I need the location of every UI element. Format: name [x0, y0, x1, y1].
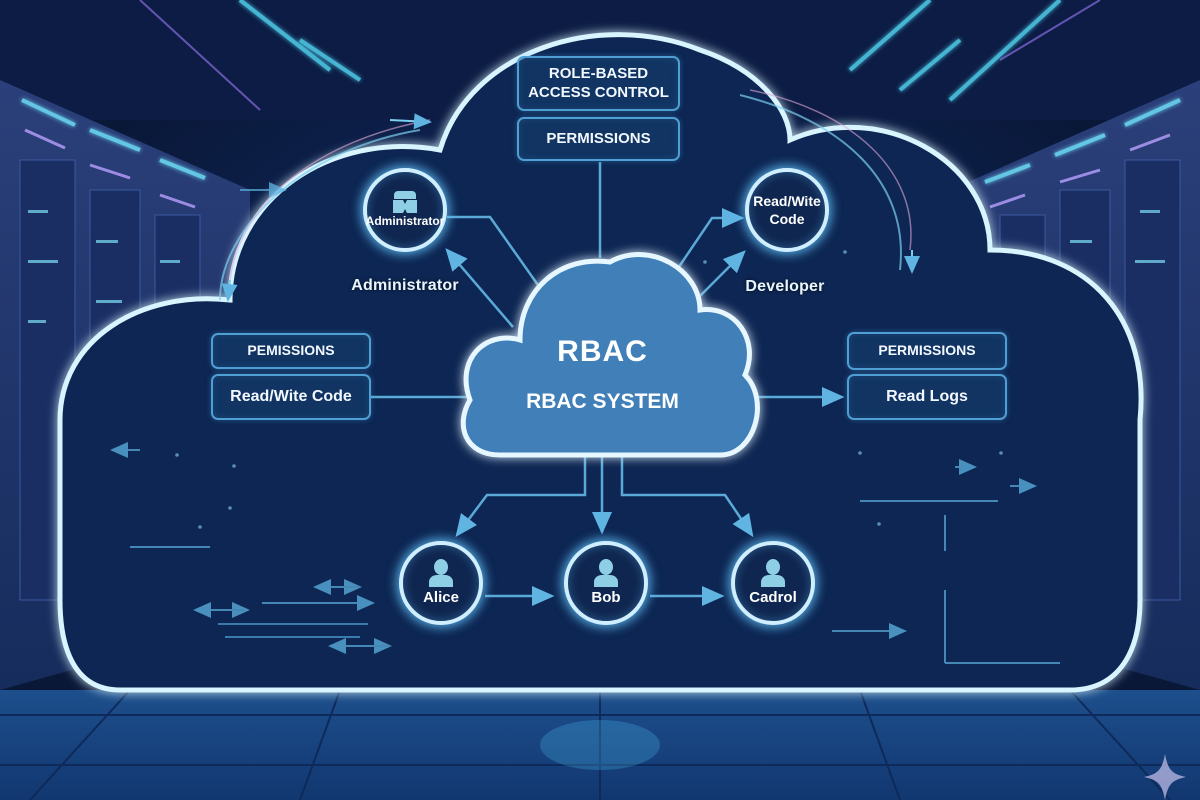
top-permissions-label: PERMISSIONS — [546, 129, 651, 147]
left-permissions-header: PEMISSIONS — [211, 333, 371, 369]
administrator-label: Administrator — [351, 277, 459, 294]
role-node-administrator[interactable]: Administrator — [363, 168, 447, 252]
user-node-bob[interactable]: Bob — [564, 541, 648, 625]
administrator-inner-label: Administrator — [365, 214, 445, 229]
right-permissions-header: PERMISSIONS — [847, 332, 1007, 370]
left-permission-item: Read/Wite Code — [211, 374, 371, 420]
core-cloud — [460, 252, 760, 458]
left-permissions-header-label: PEMISSIONS — [247, 342, 335, 359]
right-permissions-header-label: PERMISSIONS — [878, 342, 976, 359]
sparkle-icon — [1144, 754, 1186, 800]
cadrol-label: Cadrol — [749, 589, 797, 607]
right-permission-item: Read Logs — [847, 374, 1007, 420]
user-node-cadrol[interactable]: Cadrol — [731, 541, 815, 625]
developer-inner-line-2: Code — [769, 211, 805, 227]
developer-label: Developer — [745, 278, 825, 295]
user-icon — [761, 559, 785, 588]
core-subtitle: RBAC SYSTEM — [526, 390, 679, 413]
user-node-alice[interactable]: Alice — [399, 541, 483, 625]
title-line-2: ACCESS CONTROL — [528, 83, 669, 101]
user-icon — [429, 559, 453, 588]
admin-group-icon — [393, 191, 417, 214]
right-permission-item-label: Read Logs — [886, 388, 968, 405]
rbac-title-box: ROLE-BASED ACCESS CONTROL — [517, 56, 680, 111]
bob-label: Bob — [591, 589, 621, 607]
user-icon — [594, 559, 618, 588]
developer-inner-line-1: Read/Wite — [753, 192, 821, 209]
left-permission-item-label: Read/Wite Code — [230, 388, 352, 405]
top-permissions-box: PERMISSIONS — [517, 117, 680, 161]
title-line-1: ROLE-BASED — [548, 64, 649, 82]
role-node-developer[interactable]: Read/Wite Code — [745, 168, 829, 252]
core-title: RBAC — [557, 335, 648, 368]
alice-label: Alice — [423, 589, 459, 607]
